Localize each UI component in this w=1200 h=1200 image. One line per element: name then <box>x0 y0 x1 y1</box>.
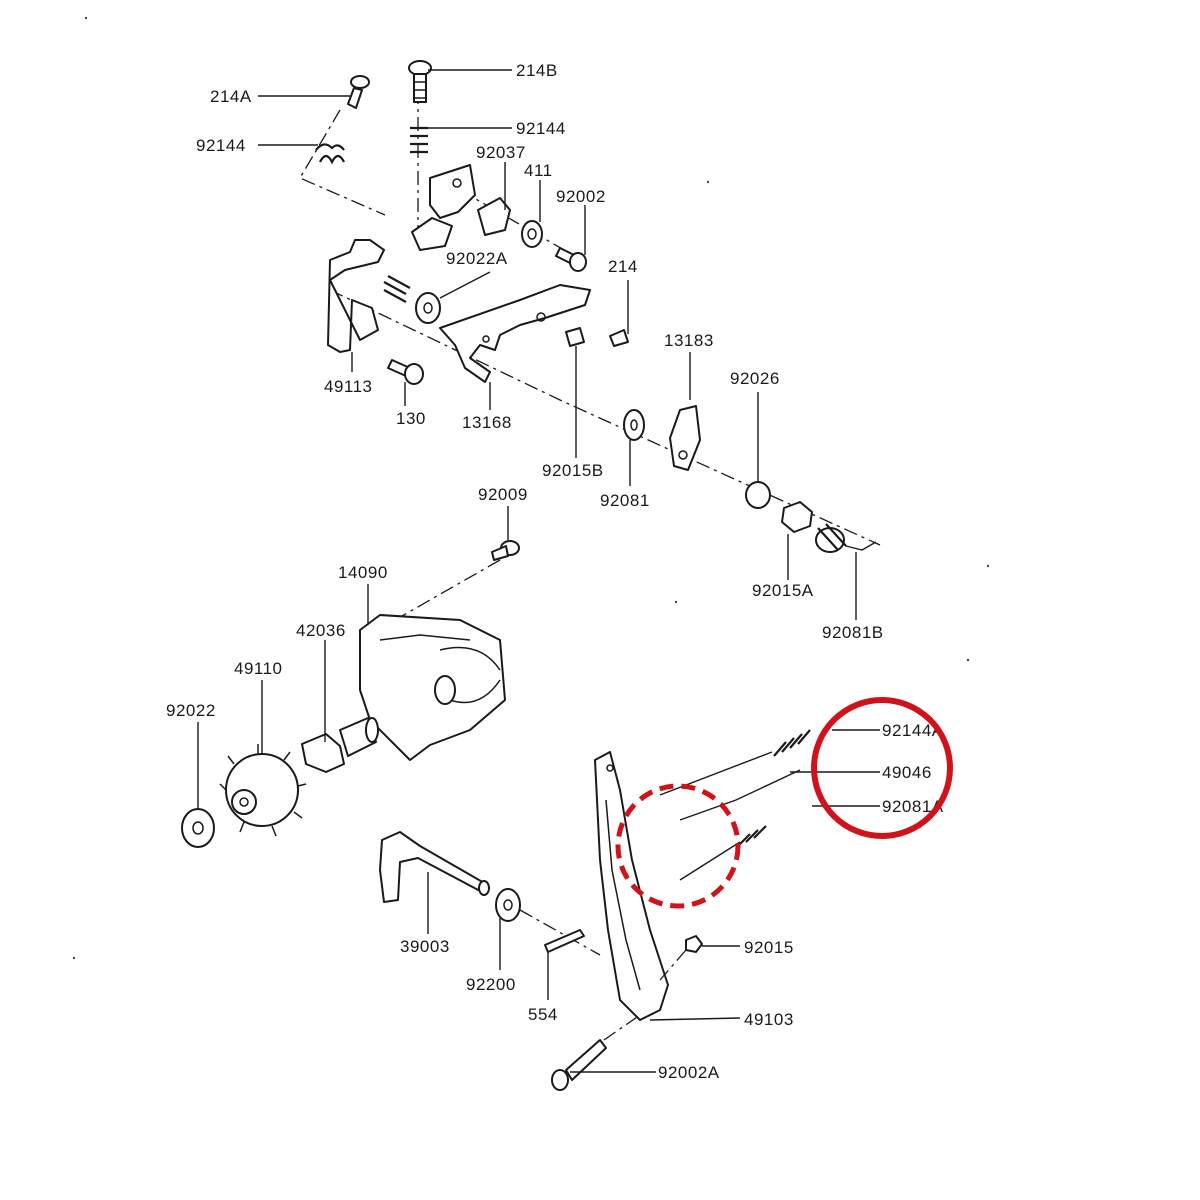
label-92022: 92022 <box>166 701 216 720</box>
label-92144-left: 92144 <box>196 136 246 155</box>
washer-92022a <box>415 292 441 324</box>
upper-assembly <box>299 60 881 553</box>
label-49046: 49046 <box>882 763 932 782</box>
bracket-49113 <box>327 239 385 353</box>
label-92081a: 92081A <box>882 797 944 816</box>
washer-92200 <box>495 888 521 922</box>
spring-92081b <box>815 523 877 553</box>
lever-13168 <box>439 284 591 383</box>
pin-554 <box>544 929 585 953</box>
leader-lines <box>197 69 880 1073</box>
lever-13183 <box>669 405 701 471</box>
screw-214a <box>347 75 370 109</box>
washer-axis <box>519 909 601 956</box>
shaft-axis <box>329 289 881 546</box>
bolt-130 <box>387 359 424 385</box>
bolt-92002a <box>551 1039 607 1091</box>
label-92002: 92002 <box>556 187 606 206</box>
rod-49046 <box>679 769 801 821</box>
label-92009: 92009 <box>478 485 528 504</box>
label-49110: 49110 <box>234 659 283 678</box>
label-49103: 49103 <box>744 1010 794 1029</box>
washer-92022 <box>181 808 215 848</box>
label-92022a: 92022A <box>446 249 508 268</box>
label-92015: 92015 <box>744 938 794 957</box>
clip-92037 <box>477 197 511 236</box>
label-39003: 39003 <box>400 937 450 956</box>
label-92144a: 92144A <box>882 721 944 740</box>
shaft-42036 <box>301 717 379 773</box>
label-92037: 92037 <box>476 143 526 162</box>
label-42036: 42036 <box>296 621 346 640</box>
label-411: 411 <box>524 161 553 180</box>
gear-49110 <box>219 744 307 837</box>
highlight-circle-solid <box>811 697 953 839</box>
label-13168: 13168 <box>462 413 512 432</box>
label-214: 214 <box>608 257 638 276</box>
label-214a: 214A <box>210 87 252 106</box>
plate-92037 <box>429 164 476 219</box>
label-130: 130 <box>396 409 426 428</box>
shaft-39003 <box>379 831 490 903</box>
screw-214b <box>408 60 432 103</box>
part-labels: 214A 214B 92144 92144 92037 411 92002 92… <box>166 61 944 1082</box>
scan-specks <box>72 16 990 960</box>
spring-92144-left <box>315 143 345 165</box>
spring-92081a <box>737 825 767 847</box>
housing-14090 <box>359 614 506 761</box>
label-14090: 14090 <box>338 563 388 582</box>
screw-92002 <box>555 247 587 272</box>
spring-92144-upper <box>410 126 428 154</box>
nut-92015 <box>685 935 703 953</box>
spring-92144a <box>773 729 811 757</box>
label-92200: 92200 <box>466 975 516 994</box>
screw-214 <box>609 329 629 347</box>
spring-92022a <box>383 275 411 303</box>
screw-axis-214a <box>299 109 386 216</box>
label-92026: 92026 <box>730 369 780 388</box>
collar-92026 <box>745 481 771 509</box>
label-92015b: 92015B <box>542 461 604 480</box>
label-214b: 214B <box>516 61 558 80</box>
middle-assembly <box>181 540 520 848</box>
label-554: 554 <box>528 1005 558 1024</box>
label-13183: 13183 <box>664 331 714 350</box>
pin-92015b <box>565 327 585 347</box>
screw-axis-92002 <box>459 189 579 259</box>
label-92081b: 92081B <box>822 623 884 642</box>
label-92002a: 92002A <box>658 1063 720 1082</box>
label-92015a: 92015A <box>752 581 814 600</box>
screw-92009 <box>491 540 520 561</box>
label-92081: 92081 <box>600 491 650 510</box>
label-49113: 49113 <box>324 377 373 396</box>
lower-assembly <box>379 729 811 1091</box>
highlight-circle-dashed <box>615 783 741 909</box>
highlights <box>615 697 953 909</box>
nut-92015a <box>781 501 813 533</box>
washer-411 <box>521 220 543 248</box>
washer-92081 <box>623 409 645 441</box>
label-92144-upper: 92144 <box>516 119 566 138</box>
